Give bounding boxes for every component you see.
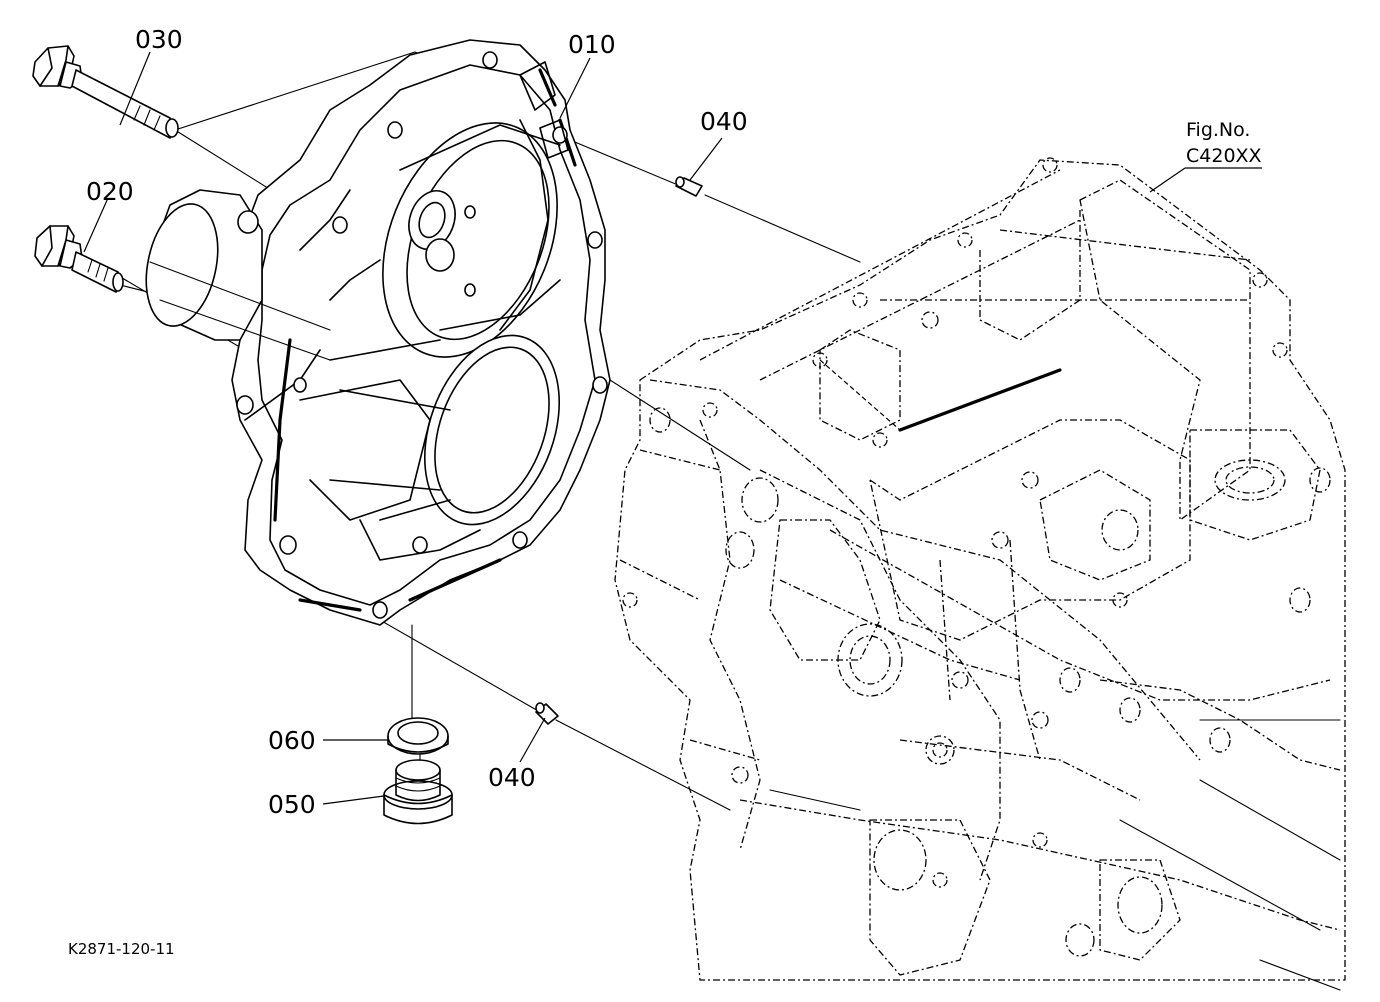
fig-reference-label: Fig.No. [1186,119,1250,141]
housing-010 [145,39,611,626]
callout-030: 030 [135,25,183,54]
callout-020: 020 [86,177,134,206]
o-ring-060 [387,717,449,755]
callout-040-top: 040 [700,107,748,136]
bolt-030 [32,45,179,139]
dowel-pin-040-bottom [535,702,559,725]
callout-leaders [83,51,1262,805]
callout-050: 050 [268,790,316,819]
transmission-case-reference [614,157,1346,991]
fig-reference-code: C420XX [1186,145,1262,167]
callout-010: 010 [568,30,616,59]
callout-040-bottom: 040 [488,763,536,792]
bolt-020 [34,225,124,293]
callout-060: 060 [268,726,316,755]
drawing-code: K2871-120-11 [68,940,175,958]
dowel-pin-040-top [675,176,703,197]
plug-050 [383,759,453,825]
